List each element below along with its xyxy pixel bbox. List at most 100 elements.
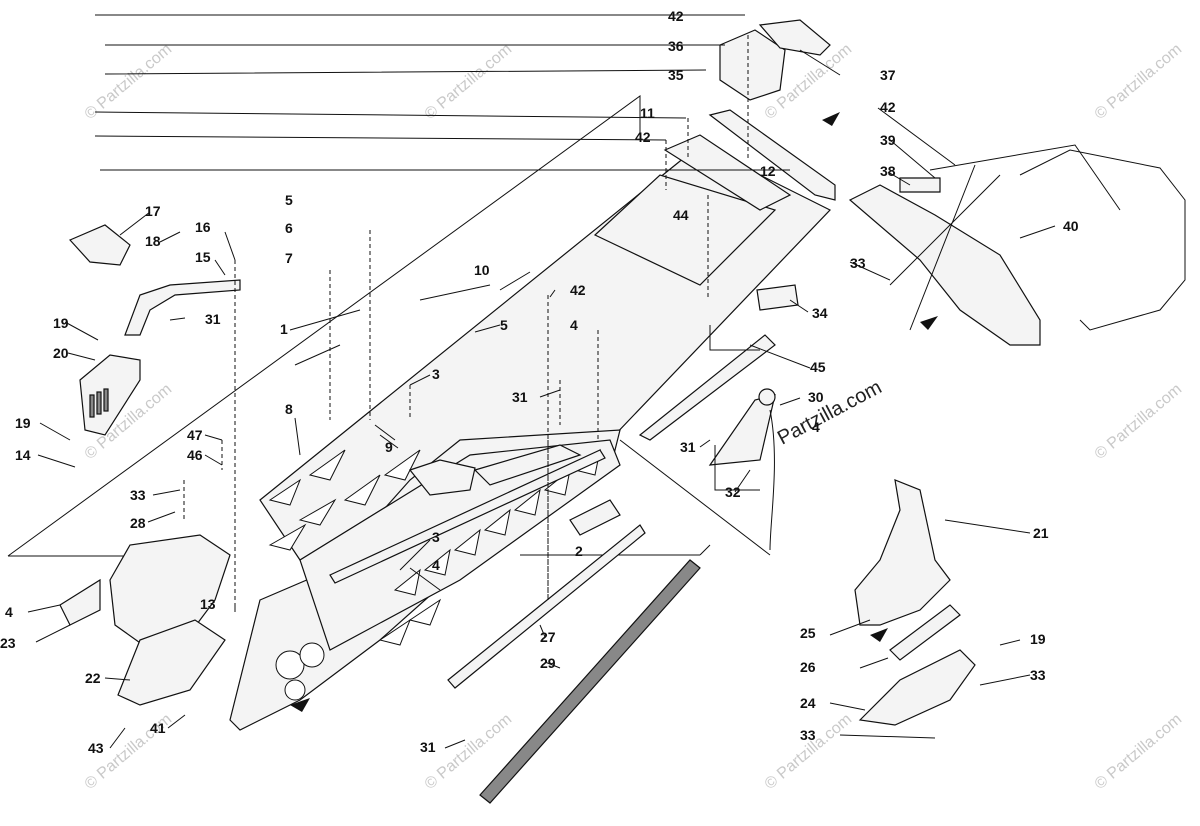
left-small-bracket (59, 578, 101, 626)
pivot-30 (758, 388, 776, 406)
callout-3-low: 3 (432, 529, 440, 545)
callout-43: 43 (88, 740, 104, 756)
watermark-1: © Partzilla.com (82, 41, 176, 123)
bumper-cap-37 (758, 19, 831, 56)
callout-27: 27 (540, 629, 556, 645)
callout-31-bottom: 31 (420, 739, 436, 755)
callout-3-top: 3 (432, 366, 440, 382)
callout-12: 12 (760, 163, 776, 179)
callout-13: 13 (200, 596, 216, 612)
callout-20: 20 (53, 345, 69, 361)
rear-bumper-outline (1019, 149, 1186, 331)
bracket-20 (79, 354, 141, 436)
callout-24: 24 (800, 695, 816, 711)
tether-strap (769, 409, 775, 551)
callout-23: 23 (0, 635, 16, 651)
callout-4-low: 4 (432, 557, 440, 573)
callout-47: 47 (187, 427, 203, 443)
callout-15: 15 (195, 249, 211, 265)
callout-14: 14 (15, 447, 31, 463)
tunnel-hole-1 (275, 650, 305, 680)
callout-19-left-top: 19 (53, 315, 69, 331)
tunnel-cooler-panel (593, 174, 777, 286)
assembly-outline (7, 95, 711, 557)
callout-42-d: 42 (570, 282, 586, 298)
callout-42-top: 42 (668, 8, 684, 24)
arrow-tunnel (290, 698, 310, 712)
callout-19-right: 19 (1030, 631, 1046, 647)
decal-39 (899, 177, 941, 193)
callout-32: 32 (725, 484, 741, 500)
callout-35: 35 (668, 67, 684, 83)
callout-6: 6 (285, 220, 293, 236)
callout-29: 29 (540, 655, 556, 671)
rear-axis-line (889, 144, 1121, 331)
callout-2: 2 (575, 543, 583, 559)
callout-10: 10 (474, 262, 490, 278)
arrow-rear-bottom (920, 316, 938, 330)
reflector-34 (756, 284, 799, 311)
watermark-overlay: Partzilla.com (774, 376, 885, 449)
callout-18: 18 (145, 233, 161, 249)
crossbar-45 (638, 334, 776, 441)
watermark-4: © Partzilla.com (1092, 41, 1186, 123)
left-footrest-bracket (117, 619, 226, 706)
front-left-bulkhead (109, 534, 231, 651)
front-bracket-ridge (473, 444, 582, 486)
callout-33-bottom: 33 (800, 727, 816, 743)
callout-45: 45 (810, 359, 826, 375)
bracket-20-slots (89, 388, 109, 418)
arrow-footrest (870, 628, 888, 642)
right-support-24 (858, 649, 976, 726)
callout-5-left: 5 (285, 192, 293, 208)
gusset-32 (708, 394, 776, 466)
callout-7: 7 (285, 250, 293, 266)
watermark-2: © Partzilla.com (422, 41, 516, 123)
callout-31-right: 31 (680, 439, 696, 455)
callout-9: 9 (385, 439, 393, 455)
watermark-10: © Partzilla.com (762, 711, 856, 793)
callout-36: 36 (668, 38, 684, 54)
rear-plate-12 (708, 109, 836, 201)
callout-25: 25 (800, 625, 816, 641)
callout-4-center: 4 (570, 317, 578, 333)
callout-31-left: 31 (205, 311, 221, 327)
callout-21: 21 (1033, 525, 1049, 541)
callout-4-right: 4 (812, 419, 820, 435)
callout-16: 16 (195, 219, 211, 235)
callout-37: 37 (880, 67, 896, 83)
cover-plate-17 (68, 224, 131, 266)
rail-29 (479, 559, 701, 804)
callout-1: 1 (280, 321, 288, 337)
callout-34: 34 (812, 305, 828, 321)
tunnel-rail-strip (329, 449, 606, 584)
bumper-mount-36 (719, 29, 786, 101)
callout-26: 26 (800, 659, 816, 675)
right-bracket-26 (889, 604, 961, 661)
rail-27 (447, 524, 646, 689)
callout-28: 28 (130, 515, 146, 531)
callout-39: 39 (880, 132, 896, 148)
watermark-11: © Partzilla.com (1092, 711, 1186, 793)
callout-numbers: 42 36 35 37 11 42 42 39 38 12 40 44 33 1… (0, 8, 1079, 756)
callout-5-center: 5 (500, 317, 508, 333)
callout-31-center: 31 (512, 389, 528, 405)
center-plate-2 (569, 499, 621, 536)
callout-44: 44 (673, 207, 689, 223)
tunnel-hole-2 (299, 642, 325, 668)
callout-33-lowright: 33 (1030, 667, 1046, 683)
callout-4-left: 4 (5, 604, 13, 620)
callout-17: 17 (145, 203, 161, 219)
arrow-rear-top (822, 112, 840, 126)
callout-38: 38 (880, 163, 896, 179)
callout-22: 22 (85, 670, 101, 686)
snowflap-38 (848, 184, 1041, 346)
center-bracket (408, 459, 476, 496)
callout-19-left-low: 19 (15, 415, 31, 431)
tunnel-hole-3 (284, 679, 306, 701)
callout-11: 11 (640, 105, 655, 121)
callout-40: 40 (1063, 218, 1079, 234)
right-footrest-25 (854, 479, 951, 626)
callout-41: 41 (150, 720, 166, 736)
